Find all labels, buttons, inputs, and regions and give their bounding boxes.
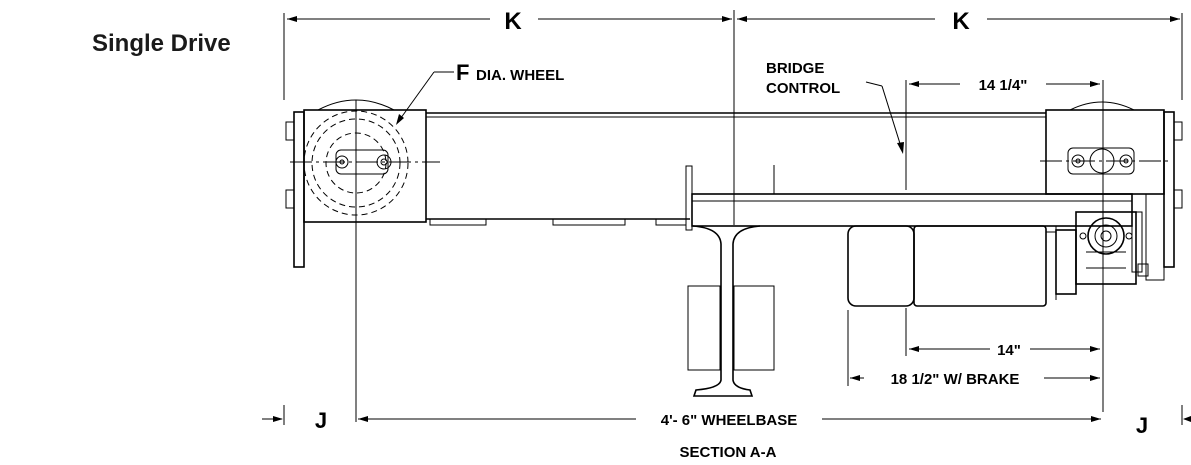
j-left-label: J [315, 408, 327, 433]
control-label: CONTROL [766, 80, 840, 97]
bridge-control-leader [865, 81, 904, 154]
j-right-label: J [1136, 413, 1148, 438]
wheelbase-dimension-line [262, 405, 1191, 425]
wheelbase-label: 4'- 6" WHEELBASE [661, 412, 798, 429]
drive-motor [847, 225, 1077, 307]
f-letter-label: F [456, 60, 469, 85]
dim-14-quarter-line [909, 81, 1100, 87]
dim-14-quarter-label: 14 1/4" [979, 77, 1028, 94]
section-label: SECTION A-A [680, 444, 777, 461]
k-right-label: K [952, 8, 970, 35]
dim-18-half-label: 18 1/2" W/ BRAKE [891, 371, 1020, 388]
cross-shaft-tube [691, 193, 1133, 227]
gearbox [1075, 211, 1149, 285]
page-title: Single Drive [92, 30, 231, 57]
k-left-label: K [504, 8, 522, 35]
dim-14-line [909, 346, 1100, 352]
dim-14-label: 14" [997, 342, 1021, 359]
dim-18-half-line [850, 375, 1100, 381]
center-lines [290, 80, 1170, 422]
f-leader [396, 71, 454, 125]
bridge-girder [426, 112, 1046, 231]
bridge-label: BRIDGE [766, 60, 824, 77]
runway-rail [687, 225, 775, 397]
f-dia-wheel-label: DIA. WHEEL [476, 67, 564, 84]
right-end-truck [1045, 101, 1183, 281]
